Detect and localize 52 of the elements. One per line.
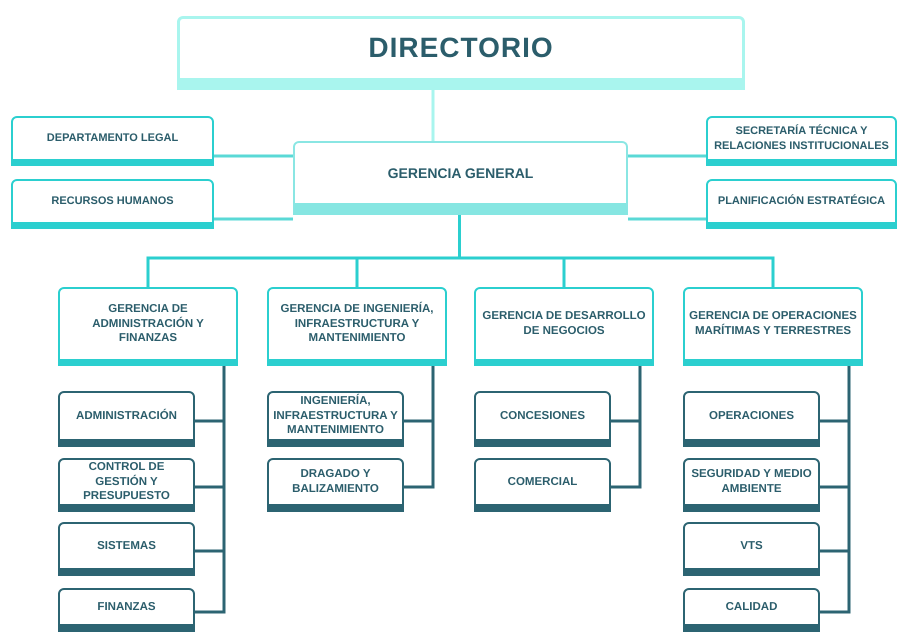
unit-title: SECRETARÍA TÉCNICA Y RELACIONES INSTITUCIONALES <box>713 124 890 153</box>
unit-title: OPERACIONES <box>709 408 794 424</box>
org-unit-box <box>683 391 820 447</box>
org-unit-box <box>706 116 897 166</box>
org-unit-box <box>11 116 214 166</box>
org-unit-box <box>177 16 745 90</box>
org-unit-box <box>267 287 447 366</box>
unit-title: CALIDAD <box>726 600 778 614</box>
connector-line <box>458 215 774 287</box>
connector-line <box>628 154 706 158</box>
org-unit-box <box>11 179 214 229</box>
org-unit-box <box>293 141 628 215</box>
org-unit-box <box>58 588 195 632</box>
unit-title: INGENIERÍA, INFRAESTRUCTURA Y MANTENIMIENTO <box>273 394 398 438</box>
unit-title: CONTROL DE GESTIÓN Y PRESUPUESTO <box>82 460 171 504</box>
org-unit-box <box>267 391 404 447</box>
unit-title: GERENCIA DE ADMINISTRACIÓN Y FINANZAS <box>91 302 205 346</box>
unit-title: FINANZAS <box>97 600 156 614</box>
org-unit-box <box>474 458 611 512</box>
unit-title: CONCESIONES <box>500 408 585 424</box>
unit-title: GERENCIA DE OPERACIONES MARÍTIMAS Y TERRESTRES <box>689 309 857 339</box>
unit-title: GERENCIA GENERAL <box>388 164 534 182</box>
org-unit-box <box>683 522 820 576</box>
org-unit-box <box>706 179 897 229</box>
connector-line <box>820 366 850 614</box>
unit-title: DRAGADO Y BALIZAMIENTO <box>291 467 380 497</box>
connector-line <box>432 90 434 141</box>
unit-title: GERENCIA DE DESARROLLO DE NEGOCIOS <box>481 309 647 339</box>
org-unit-box <box>58 522 195 576</box>
unit-title: SISTEMAS <box>97 538 156 554</box>
org-unit-box <box>474 391 611 447</box>
unit-title: DIRECTORIO <box>368 31 554 66</box>
org-unit-box <box>58 458 195 512</box>
connector-line <box>628 218 706 220</box>
unit-title: DEPARTAMENTO LEGAL <box>46 131 178 146</box>
org-unit-box <box>58 391 195 447</box>
org-unit-box <box>267 458 404 512</box>
org-unit-box <box>683 458 820 512</box>
unit-title: GERENCIA DE INGENIERÍA, INFRAESTRUCTURA Y MANTENIMIENTO <box>280 302 434 346</box>
org-unit-box <box>683 287 863 366</box>
org-unit-box <box>58 287 238 366</box>
org-unit-box <box>683 588 820 632</box>
connector-line <box>214 154 293 158</box>
unit-title: PLANIFICACIÓN ESTRATÉGICA <box>718 194 886 209</box>
connector-line <box>195 366 226 614</box>
unit-title: ADMINISTRACIÓN <box>76 408 177 424</box>
unit-title: COMERCIAL <box>508 474 578 490</box>
org-unit-box <box>474 287 654 366</box>
unit-title: VTS <box>740 538 763 554</box>
unit-title: RECURSOS HUMANOS <box>51 194 174 209</box>
connector-line <box>214 218 293 220</box>
unit-title: SEGURIDAD Y MEDIO AMBIENTE <box>690 467 813 497</box>
